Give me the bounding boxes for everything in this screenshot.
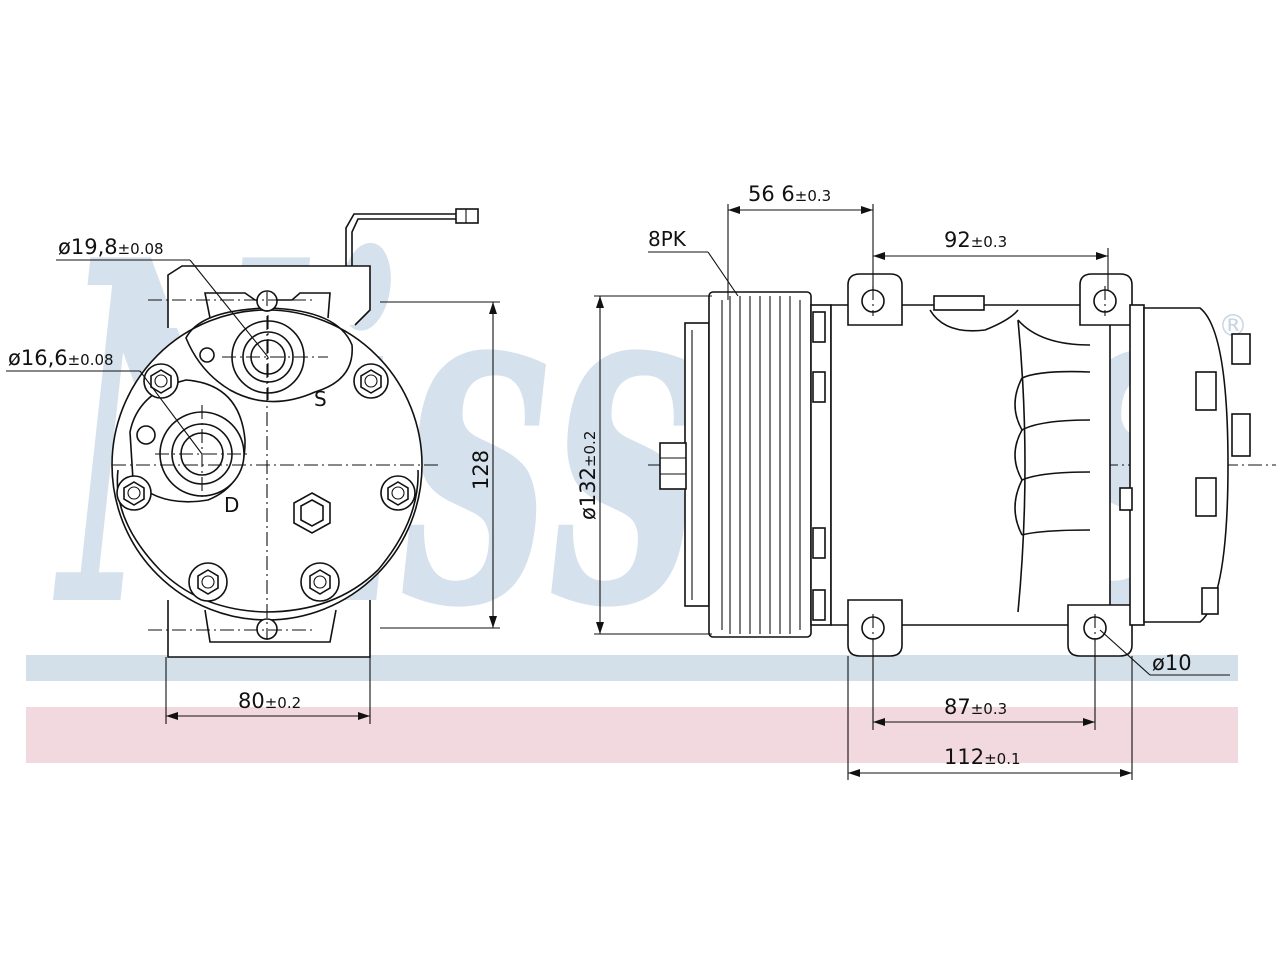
overall-length-value: 112 bbox=[944, 745, 984, 769]
bolt-icon bbox=[116, 363, 416, 602]
connector-wire bbox=[345, 213, 462, 272]
dia-discharge-value: ø16,6 bbox=[8, 346, 68, 370]
compressor-housing bbox=[830, 304, 1111, 626]
blue-band bbox=[26, 655, 1238, 681]
dia-suction-value: ø19,8 bbox=[58, 235, 118, 259]
pulley-dia-value: ø132 bbox=[576, 467, 600, 520]
svg-text:80±0.2: 80±0.2 bbox=[238, 689, 301, 713]
port-d-label: D bbox=[224, 493, 239, 517]
ear-spacing-top-tol: ±0.3 bbox=[971, 233, 1007, 251]
dia-suction-tol: ±0.08 bbox=[118, 240, 164, 258]
ear-spacing-bottom-tol: ±0.3 bbox=[971, 700, 1007, 718]
svg-text:87±0.3: 87±0.3 bbox=[944, 695, 1007, 719]
width-tol: ±0.2 bbox=[265, 694, 301, 712]
height-value: 128 bbox=[469, 450, 493, 490]
width-value: 80 bbox=[238, 689, 265, 713]
svg-text:112±0.1: 112±0.1 bbox=[944, 745, 1021, 769]
pulley-offset-tol: ±0.3 bbox=[795, 187, 831, 205]
pulley-dia-tol: ±0.2 bbox=[581, 431, 599, 467]
belt-type-label: 8PK bbox=[648, 227, 687, 251]
side-view: 8PK 56 6±0.3 92±0.3 ø132±0.2 ø10 87±0.3 bbox=[576, 182, 1276, 780]
port-s-label: S bbox=[314, 387, 327, 411]
pulley-offset-value: 56 6 bbox=[748, 182, 795, 206]
overall-length-tol: ±0.1 bbox=[984, 750, 1020, 768]
ear-spacing-top-value: 92 bbox=[944, 228, 971, 252]
pink-band bbox=[26, 707, 1238, 763]
rear-head bbox=[1143, 307, 1229, 623]
clutch-plate bbox=[684, 322, 710, 607]
front-view: S D ø19,8±0.08 ø16,6±0.08 128 80±0.2 bbox=[6, 208, 500, 724]
svg-text:92±0.3: 92±0.3 bbox=[944, 228, 1007, 252]
ear-spacing-bottom-value: 87 bbox=[944, 695, 971, 719]
svg-text:ø132±0.2: ø132±0.2 bbox=[576, 431, 600, 520]
mount-hole-label: ø10 bbox=[1152, 651, 1192, 675]
svg-text:56 6±0.3: 56 6±0.3 bbox=[748, 182, 831, 206]
dia-discharge-tol: ±0.08 bbox=[68, 351, 114, 369]
svg-text:ø16,6±0.08: ø16,6±0.08 bbox=[8, 346, 114, 370]
svg-text:ø19,8±0.08: ø19,8±0.08 bbox=[58, 235, 164, 259]
